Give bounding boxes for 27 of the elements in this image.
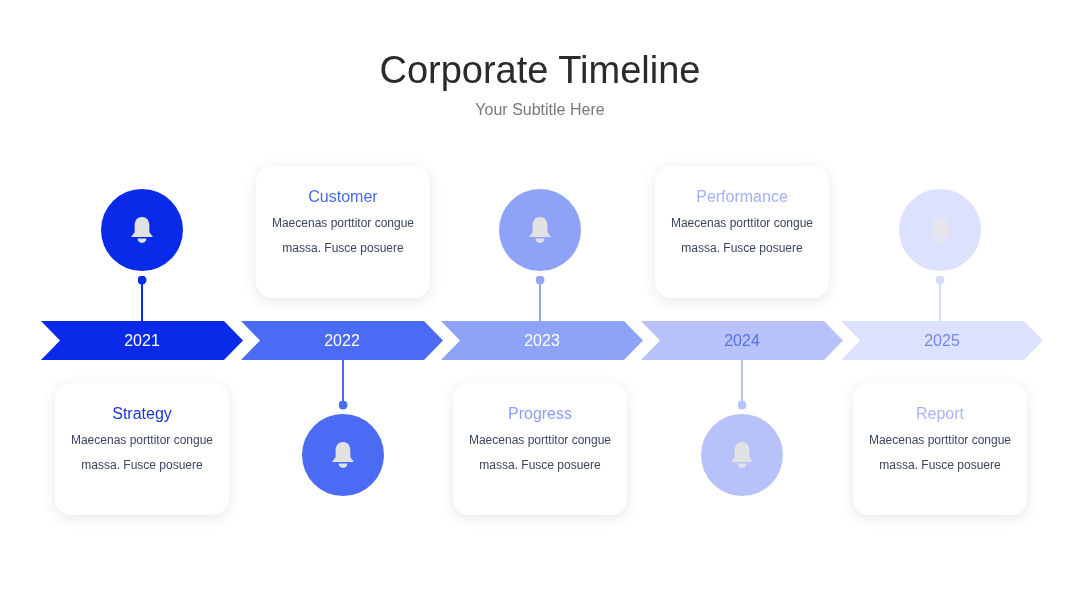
connector-line — [737, 359, 747, 410]
connector-line — [338, 359, 348, 410]
card-text: Maecenas porttitor congue massa. Fusce posuere — [867, 432, 1013, 474]
year-label: 2021 — [124, 330, 160, 351]
card-text: Maecenas porttitor congue massa. Fusce posuere — [69, 432, 215, 474]
card-heading: Performance — [696, 187, 788, 207]
card-heading: Report — [916, 404, 964, 424]
year-label: 2025 — [924, 330, 960, 351]
subtitle: Your Subtitle Here — [475, 100, 605, 120]
card-text: Maecenas porttitor congue massa. Fusce posuere — [467, 432, 613, 474]
card-heading: Strategy — [112, 404, 172, 424]
title: Corporate Timeline — [379, 49, 701, 91]
year-label: 2023 — [524, 330, 560, 351]
card-text: Maecenas porttitor congue massa. Fusce posuere — [270, 215, 416, 257]
timeline-segment — [41, 321, 243, 360]
connector-line — [935, 275, 945, 322]
timeline-segment — [441, 321, 643, 360]
card-heading: Customer — [308, 187, 378, 207]
year-label: 2024 — [724, 330, 760, 351]
year-label: 2022 — [324, 330, 360, 351]
timeline-segment — [241, 321, 443, 360]
timeline-segment — [641, 321, 843, 360]
connector-line — [137, 275, 147, 322]
card-text: Maecenas porttitor congue massa. Fusce posuere — [669, 215, 815, 257]
connector-line — [535, 275, 545, 322]
timeline-segment — [841, 321, 1043, 360]
card-heading: Progress — [508, 404, 572, 424]
